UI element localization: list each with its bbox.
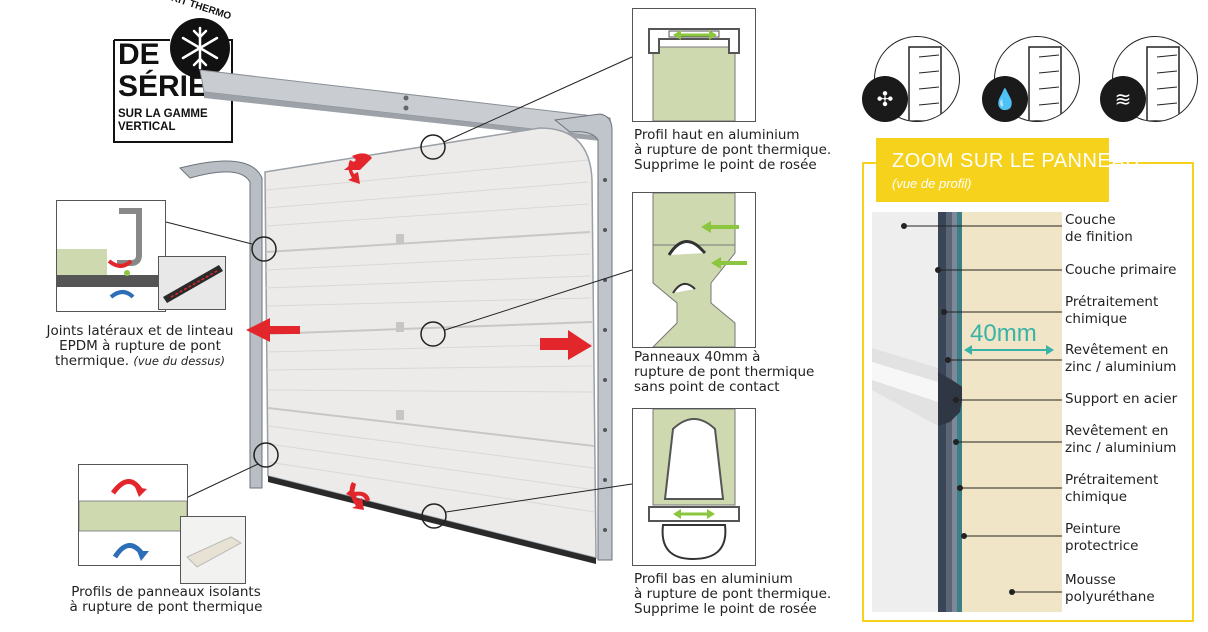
caption-joints: Joints latéraux et de linteau EPDM à rup… bbox=[46, 323, 234, 369]
panel-cross-section bbox=[872, 212, 1062, 612]
marker-side-joint bbox=[251, 236, 277, 262]
detail-panel-joint bbox=[632, 192, 756, 348]
badge-line-gamme: SUR LA GAMME bbox=[118, 108, 208, 120]
badge-line-serie: SÉRIE bbox=[118, 70, 209, 103]
marker-panel-profile bbox=[253, 442, 279, 468]
caption-profils-panneaux: Profils de panneaux isolants à rupture d… bbox=[69, 584, 263, 615]
layer-couche-primaire: Couche primaire bbox=[1065, 262, 1177, 278]
thumb-panel-edge bbox=[180, 516, 246, 584]
marker-top-profile bbox=[420, 134, 446, 160]
badge-line-de: DE bbox=[118, 38, 160, 71]
badge-line-vertical: VERTICAL bbox=[118, 121, 176, 133]
detail-top-profile bbox=[632, 8, 756, 122]
thumb-panel-profile bbox=[78, 464, 188, 566]
caption-profil-haut: Profil haut en aluminium à rupture de po… bbox=[634, 127, 832, 173]
wind-icon: ≋ bbox=[1100, 76, 1146, 122]
caption-profil-bas: Profil bas en aluminium à rupture de pon… bbox=[634, 571, 832, 617]
caption-panneaux: Panneaux 40mm à rupture de pont thermiqu… bbox=[634, 349, 815, 395]
garage-door-illustration bbox=[165, 56, 633, 564]
badge-frame bbox=[113, 18, 233, 143]
zoom-title: ZOOM SUR LE PANNEAU bbox=[892, 150, 1141, 172]
fan-icon: ✣ bbox=[862, 76, 908, 122]
thumb-seal-top bbox=[158, 256, 226, 310]
thickness-label: 40mm bbox=[970, 320, 1037, 347]
marker-panel bbox=[420, 321, 446, 347]
red-arrows bbox=[246, 153, 592, 510]
layer-support-acier: Support en acier bbox=[1065, 391, 1178, 407]
zoom-title-box: ZOOM SUR LE PANNEAU (vue de profil) bbox=[876, 138, 1140, 202]
thumb-seal-side bbox=[56, 200, 166, 312]
detail-bottom-profile bbox=[632, 408, 756, 566]
zoom-subtitle: (vue de profil) bbox=[892, 176, 972, 191]
marker-bottom-profile bbox=[421, 503, 447, 529]
water-drops-icon: 💧 bbox=[982, 76, 1028, 122]
